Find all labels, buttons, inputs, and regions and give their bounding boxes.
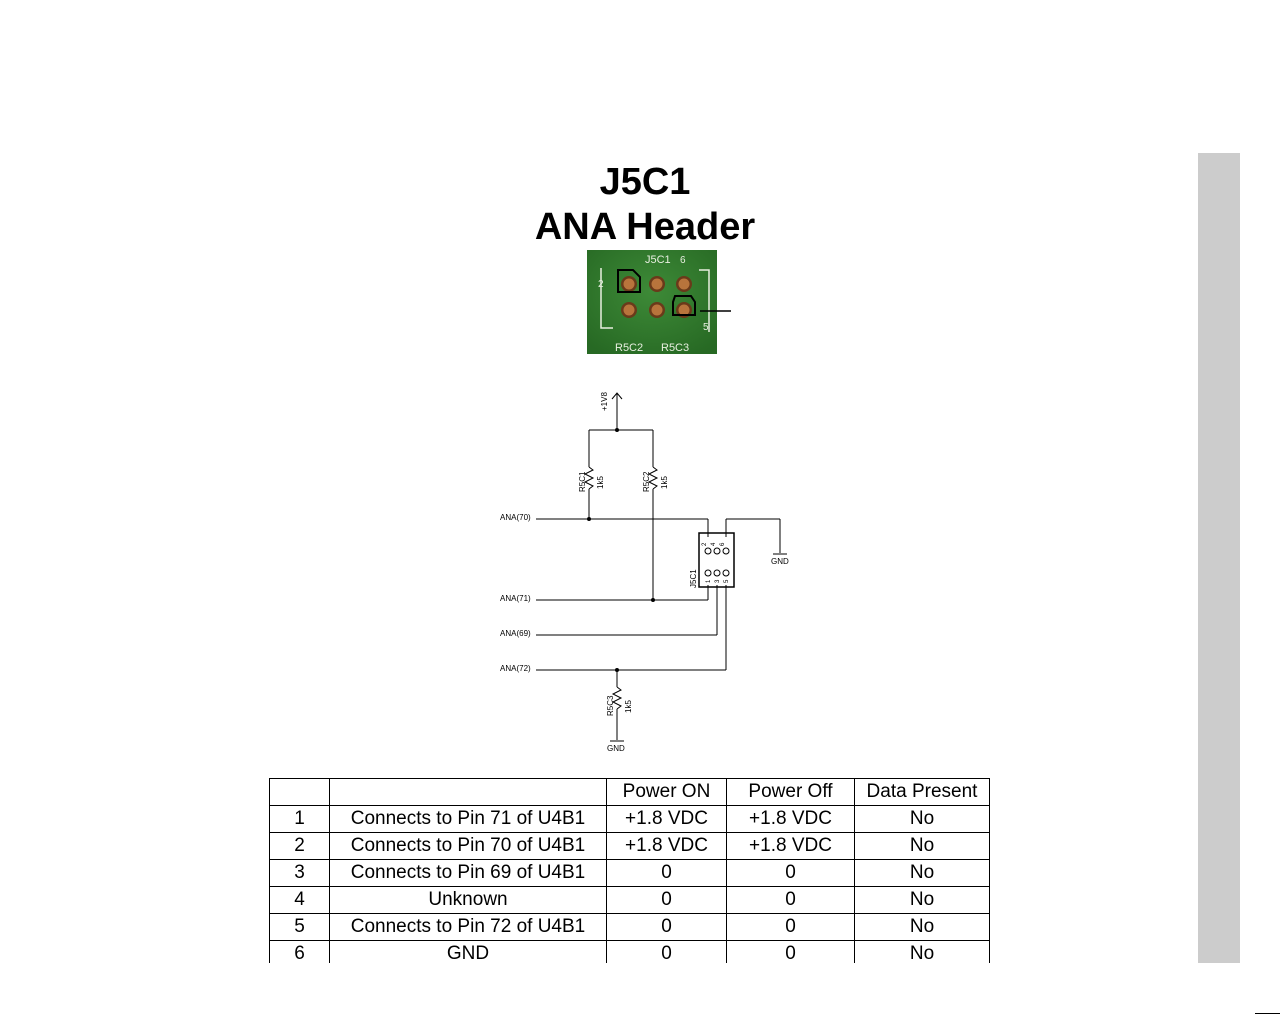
photo-connector-label: J5C1 <box>645 254 671 266</box>
table-cell: +1.8 VDC <box>726 832 855 860</box>
table-row: 4 Unknown 0 0 No <box>269 886 990 914</box>
table-cell: 0 <box>606 859 727 887</box>
net-ana70: ANA(70) <box>500 513 531 522</box>
table-row: 2 Connects to Pin 70 of U4B1 +1.8 VDC +1… <box>269 832 990 860</box>
table-row: 1 Connects to Pin 71 of U4B1 +1.8 VDC +1… <box>269 805 990 833</box>
header-cell <box>269 778 330 806</box>
header-cell: Power Off <box>726 778 855 806</box>
table-cell: +1.8 VDC <box>726 805 855 833</box>
header-cell <box>329 778 607 806</box>
header-cell: Data Present <box>854 778 990 806</box>
table-cell: Unknown <box>329 886 607 914</box>
header-cell: Power ON <box>606 778 727 806</box>
table-cell: No <box>854 886 990 914</box>
net-ana69: ANA(69) <box>500 629 531 638</box>
gnd-label-r5c3: GND <box>607 744 625 753</box>
table-cell: GND <box>329 940 607 963</box>
net-ana72: ANA(72) <box>500 664 531 673</box>
table-cell: Connects to Pin 70 of U4B1 <box>329 832 607 860</box>
table-cell: +1.8 VDC <box>606 805 727 833</box>
connector-ref: J5C1 <box>689 569 698 588</box>
table-header-row: Power ON Power Off Data Present <box>269 778 990 806</box>
photo-r2-label: R5C3 <box>661 342 689 354</box>
table-cell: 2 <box>269 832 330 860</box>
photo-pin2-label: 2 <box>598 279 604 290</box>
pin-label-1: 1 <box>706 579 712 583</box>
table-cell: 4 <box>269 886 330 914</box>
pcb-photo-graphic: J5C1 6 2 5 R5C2 R5C3 <box>587 250 717 354</box>
vertical-scrollbar[interactable] <box>1198 153 1240 963</box>
table-cell: No <box>854 913 990 941</box>
table-cell: 0 <box>726 859 855 887</box>
gnd-label-connector: GND <box>771 557 789 566</box>
title-line-1: J5C1 <box>599 161 691 203</box>
pointer-line <box>700 310 731 312</box>
schematic-diagram: +1V8 R5C1 1k5 R5C2 1k5 R5C3 1k5 ANA(70) … <box>500 392 789 753</box>
pin-table-viewport: Power ON Power Off Data Present 1 Connec… <box>260 770 1000 963</box>
table-cell: 0 <box>606 913 727 941</box>
table-cell: Connects to Pin 72 of U4B1 <box>329 913 607 941</box>
table-cell: Connects to Pin 71 of U4B1 <box>329 805 607 833</box>
r5c2-value: 1k5 <box>660 476 669 489</box>
photo-pin6-label: 6 <box>680 255 686 266</box>
table-cell: 6 <box>269 940 330 963</box>
pin-label-2: 2 <box>702 542 708 546</box>
table-cell: 3 <box>269 859 330 887</box>
table-cell: No <box>854 859 990 887</box>
photo-pin5-label: 5 <box>703 322 709 333</box>
table-row: 3 Connects to Pin 69 of U4B1 0 0 No <box>269 859 990 887</box>
r5c1-ref: R5C1 <box>578 471 587 492</box>
table-cell: +1.8 VDC <box>606 832 727 860</box>
pin-label-6: 6 <box>720 542 726 546</box>
table-row: 6 GND 0 0 No <box>269 940 990 963</box>
pin-label-3: 3 <box>715 579 721 583</box>
photo-r1-label: R5C2 <box>615 342 643 354</box>
table-cell: 0 <box>726 913 855 941</box>
table-cell: 5 <box>269 913 330 941</box>
pin-label-4: 4 <box>711 542 717 546</box>
table-cell: No <box>854 805 990 833</box>
r5c2-ref: R5C2 <box>642 471 651 492</box>
table-cell: No <box>854 832 990 860</box>
pcb-photo: J5C1 6 2 5 R5C2 R5C3 <box>587 250 717 354</box>
table-cell: 0 <box>726 940 855 963</box>
table-cell: 0 <box>606 886 727 914</box>
page-corner-rule <box>1255 1013 1280 1014</box>
table-cell: Connects to Pin 69 of U4B1 <box>329 859 607 887</box>
pin-label-5: 5 <box>724 579 730 583</box>
title-line-2: ANA Header <box>534 206 756 248</box>
r5c1-value: 1k5 <box>596 476 605 489</box>
table-cell: 0 <box>606 940 727 963</box>
net-ana71: ANA(71) <box>500 594 531 603</box>
r5c3-value: 1k5 <box>624 700 633 713</box>
r5c3-ref: R5C3 <box>606 695 615 716</box>
table-cell: No <box>854 940 990 963</box>
table-cell: 0 <box>726 886 855 914</box>
supply-label: +1V8 <box>600 392 609 411</box>
pin-table: Power ON Power Off Data Present 1 Connec… <box>269 778 990 963</box>
table-cell: 1 <box>269 805 330 833</box>
table-row: 5 Connects to Pin 72 of U4B1 0 0 No <box>269 913 990 941</box>
page-title: J5C1 ANA Header <box>0 160 1280 250</box>
